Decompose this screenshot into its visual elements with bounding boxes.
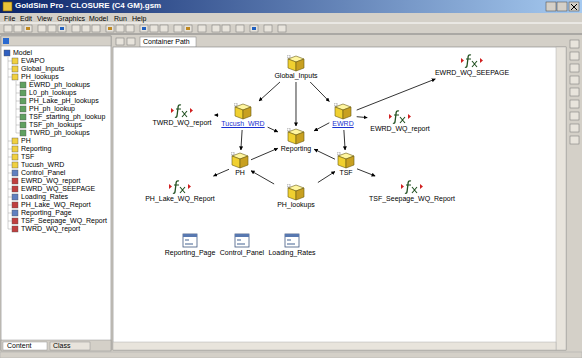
function-icon	[167, 178, 193, 195]
tree-item: TWRD_ph_lookups	[29, 129, 90, 137]
link-arrow	[344, 130, 345, 150]
container-icon	[231, 152, 249, 169]
container-element: EWRD	[331, 103, 354, 128]
link-arrow	[357, 79, 436, 110]
tree-item: EWRD_WQ_report	[21, 177, 81, 185]
tree-item: TSF_Seepage_WQ_Report	[21, 217, 107, 225]
tree-item: Loading_Rates	[21, 193, 68, 201]
function-icon	[399, 178, 425, 195]
menu-item: Help	[132, 14, 146, 23]
tree-item: L0_ph_lookups	[29, 89, 77, 97]
element-label: Reporting_Page	[164, 249, 217, 257]
function-icon	[169, 102, 195, 119]
function-element: EWRD_WQ_SEEPAGE	[434, 52, 510, 77]
link-arrow	[295, 82, 296, 126]
dashboard-icon	[283, 232, 301, 249]
tree-item: PH_Lake_pH_lookups	[29, 97, 99, 105]
link-arrow	[314, 149, 335, 159]
link-arrow	[251, 171, 274, 184]
function-icon	[459, 52, 485, 69]
container-element: Tucush_WRD	[220, 103, 265, 128]
container-element: Reporting	[280, 128, 312, 153]
link-arrow	[314, 123, 329, 131]
window-title: GoldSim Pro - CLOSURE (C4 GM).gsm	[15, 1, 161, 11]
tree-item: Tucush_WRD	[21, 161, 64, 169]
link-arrow	[241, 130, 242, 150]
element-label: PH_Lake_WQ_Report	[144, 195, 216, 203]
container-icon	[287, 128, 305, 145]
function-element: PH_Lake_WQ_Report	[144, 178, 216, 203]
dashboard-element: Reporting_Page	[164, 232, 217, 257]
menu-item: File	[4, 14, 15, 23]
tree-item: EVAPO	[21, 57, 45, 65]
function-element: EWRD_WQ_report	[369, 108, 431, 133]
link-arrow	[357, 116, 368, 118]
link-arrow	[268, 127, 278, 132]
element-label: TSF	[338, 169, 353, 177]
container-element: PH	[231, 152, 249, 177]
tree-item: Control_Panel	[21, 169, 65, 177]
element-label: PH_lookups	[276, 201, 316, 209]
tab-label: Content	[7, 342, 32, 350]
menu-item: View	[37, 14, 52, 23]
element-label: Control_Panel	[219, 249, 265, 257]
element-label: PH	[234, 169, 246, 177]
element-label: TSF_Seepage_WQ_Report	[368, 195, 456, 203]
tab-label: Class	[53, 342, 71, 350]
link-arrow	[213, 169, 229, 176]
function-element: TSF_Seepage_WQ_Report	[368, 178, 456, 203]
element-label: Tucush_WRD	[220, 120, 265, 128]
container-icon	[287, 55, 305, 72]
element-label: Reporting	[280, 145, 312, 153]
tree-item: TSF	[21, 153, 34, 161]
link-arrow	[215, 115, 219, 116]
link-arrow	[357, 169, 375, 176]
tree-item: TSF_starting_ph_lookup	[29, 113, 105, 121]
container-icon	[334, 103, 352, 120]
tree-item: PH_Lake_WQ_Report	[21, 201, 91, 209]
element-label: EWRD_WQ_SEEPAGE	[434, 69, 510, 77]
tab-label: Container Path	[143, 38, 190, 46]
element-label: EWRD_WQ_report	[369, 125, 431, 133]
dashboard-element: Loading_Rates	[267, 232, 316, 257]
function-element: TWRD_WQ_report	[151, 102, 212, 127]
link-arrow	[251, 148, 278, 159]
tree-item: PH	[21, 137, 31, 145]
tree-item: Reporting	[21, 145, 51, 153]
tree-item: TSF_ph_lookups	[29, 121, 82, 129]
element-label: Global_Inputs	[273, 72, 318, 80]
element-label: EWRD	[331, 120, 354, 128]
dashboard-element: Control_Panel	[219, 232, 265, 257]
dashboard-icon	[181, 232, 199, 249]
tree-item: PH_lookups	[21, 73, 59, 81]
container-icon	[337, 152, 355, 169]
menu-item: Edit	[20, 14, 32, 23]
container-element: TSF	[337, 152, 355, 177]
container-element: Global_Inputs	[273, 55, 318, 80]
menu-item: Model	[89, 14, 108, 23]
link-arrow	[318, 172, 335, 183]
tree-item: PH_ph_lookup	[29, 105, 75, 113]
function-icon	[387, 108, 413, 125]
container-icon	[287, 184, 305, 201]
tree-item: Reporting_Page	[21, 209, 72, 217]
link-arrow	[310, 82, 329, 102]
container-element: PH_lookups	[276, 184, 316, 209]
menu-item: Graphics	[57, 14, 85, 23]
element-label: Loading_Rates	[267, 249, 316, 257]
dashboard-icon	[233, 232, 251, 249]
container-icon	[234, 103, 252, 120]
tree-item: EWRD_WQ_SEEPAGE	[21, 185, 95, 193]
tree-item: Global_Inputs	[21, 65, 64, 73]
menu-item: Run	[114, 14, 127, 23]
link-arrow	[259, 82, 280, 101]
element-label: TWRD_WQ_report	[151, 119, 212, 127]
tree-item: EWRD_ph_lookups	[29, 81, 90, 89]
tree-item: TWRD_WQ_report	[21, 225, 80, 233]
tree-item: Model	[13, 49, 32, 57]
